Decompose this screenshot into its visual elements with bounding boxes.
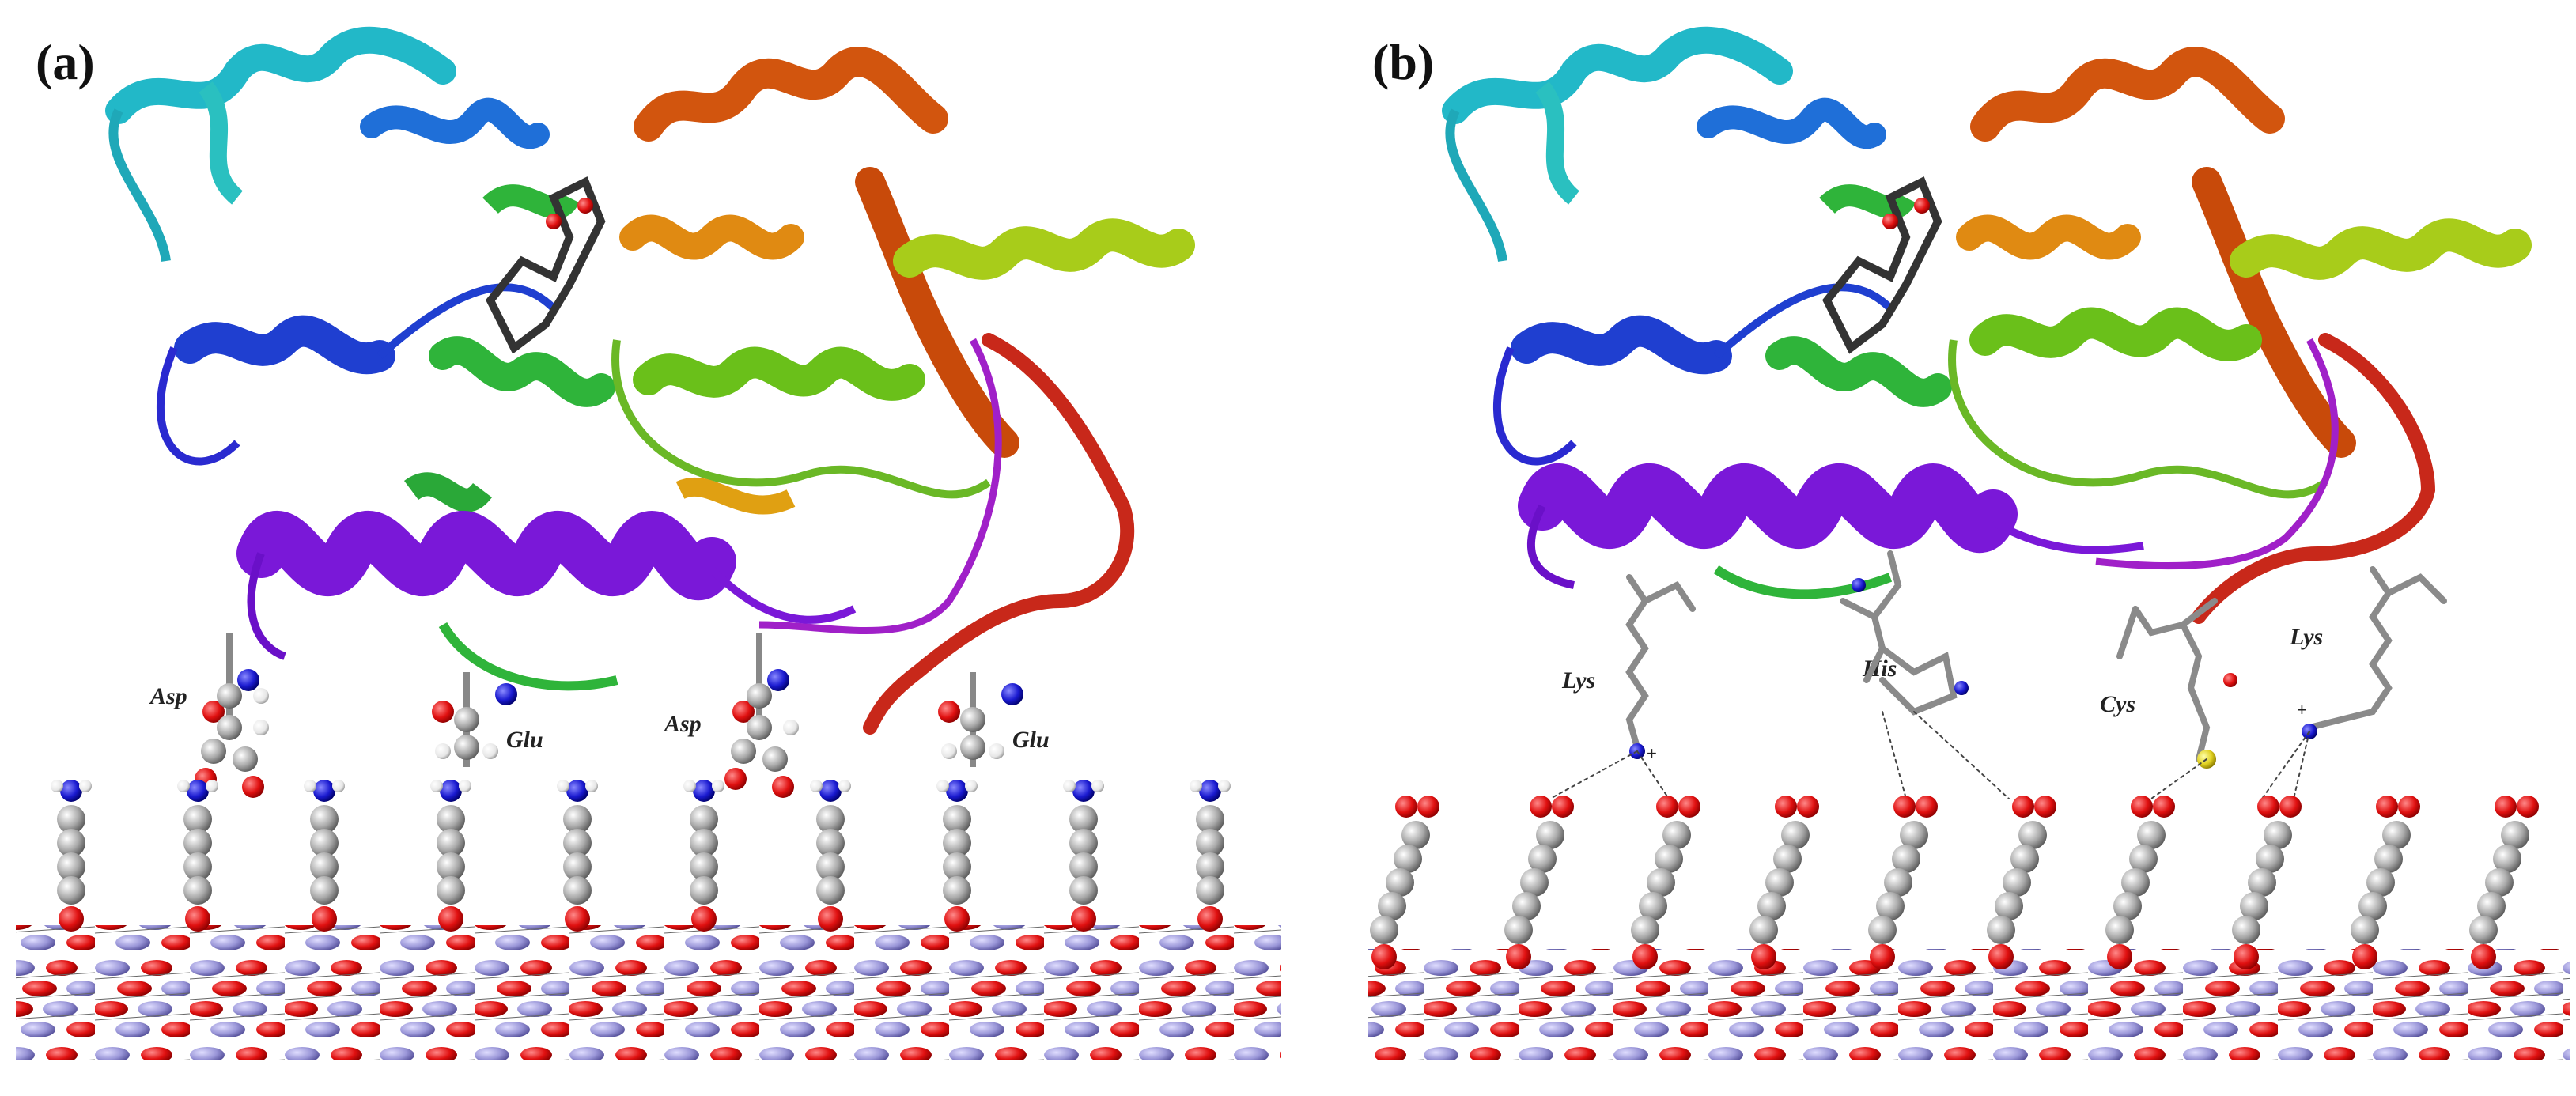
panel-label-b: (b) bbox=[1372, 34, 1434, 90]
side-chains-a bbox=[195, 633, 1023, 798]
panel-label-a: (a) bbox=[36, 34, 95, 90]
panel-b: (b) Lys H bbox=[1368, 26, 2570, 1060]
residue-label-b-1: Lys bbox=[1561, 667, 1595, 694]
panel-a: (a) bbox=[16, 26, 1281, 1060]
svg-text:+: + bbox=[2297, 700, 2307, 720]
svg-text:+: + bbox=[1647, 743, 1657, 763]
residue-label-b-4: Lys bbox=[2289, 624, 2323, 650]
residue-label-a-4: Glu bbox=[1012, 727, 1050, 753]
residue-label-a-2: Glu bbox=[506, 727, 543, 753]
linker-chains-b bbox=[1370, 796, 2539, 969]
residue-label-b-3: Cys bbox=[2100, 691, 2135, 717]
residue-label-a-1: Asp bbox=[149, 683, 187, 709]
surface-b bbox=[1368, 796, 2570, 1060]
linker-chains-a bbox=[51, 780, 1231, 932]
protein-ribbon-b bbox=[1442, 26, 2532, 624]
protein-ribbon-a bbox=[105, 26, 1195, 735]
surface-a bbox=[16, 780, 1281, 1060]
side-chains-b: + + bbox=[1549, 550, 2447, 799]
residue-label-a-3: Asp bbox=[663, 711, 702, 737]
